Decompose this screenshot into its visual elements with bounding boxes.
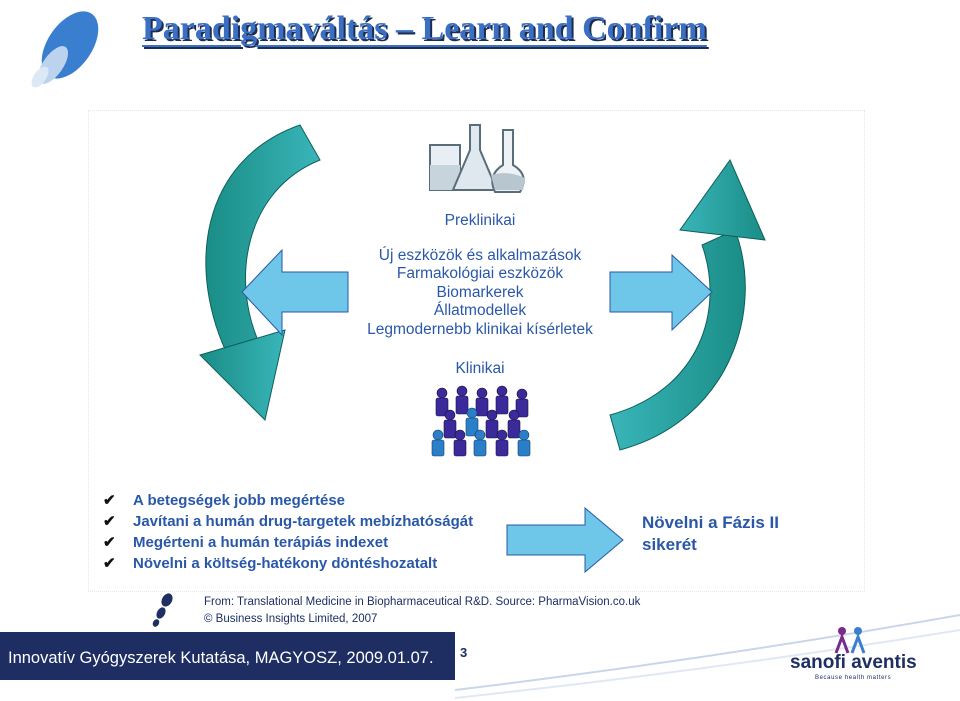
logo-tagline: Because health matters [815, 675, 892, 681]
source-line: From: Translational Medicine in Biopharm… [204, 596, 641, 608]
list-item-text: Növelni a költség-hatékony döntéshozatal… [133, 555, 438, 572]
sanofi-logo-icon [834, 627, 866, 654]
left-curved-arrow-icon [199, 124, 321, 421]
list-item-text: A betegségek jobb megértése [133, 492, 346, 509]
left-arrow-icon [241, 248, 349, 337]
list-item: ✔ A betegségek jobb megértése [103, 490, 473, 511]
source-note: From: Translational Medicine in Biopharm… [204, 594, 640, 628]
clinical-heading: Klinikai [455, 360, 505, 377]
preclinical-item: Legmodernebb klinikai kísérletek [367, 320, 593, 338]
right-curved-arrow-icon [609, 158, 766, 451]
result-line: Növelni a Fázis II [642, 513, 779, 532]
list-item-text: Megérteni a humán terápiás indexet [133, 534, 389, 551]
lab-glassware-icon [429, 124, 525, 193]
logo-name: sanofi aventis [790, 652, 917, 673]
page-title: Paradigmaváltás – Learn and Confirm [142, 10, 707, 47]
checkmark-icon: ✔ [103, 513, 116, 530]
corner-logo-icon [31, 11, 99, 88]
people-group-icon [431, 385, 531, 457]
result-arrow-icon [506, 506, 624, 574]
checkmark-icon: ✔ [103, 492, 116, 509]
preclinical-item: Állatmodellek [433, 302, 527, 319]
checkmark-icon: ✔ [103, 534, 116, 551]
preclinical-box: Preklinikai Új eszközök és alkalmazások … [345, 212, 615, 339]
swoosh-decoration [455, 614, 960, 699]
preclinical-heading: Preklinikai [444, 212, 516, 229]
footer-text: Innovatív Gyógyszerek Kutatása, MAGYOSZ,… [8, 649, 434, 667]
result-line: sikerét [642, 535, 697, 554]
list-item: ✔ Növelni a költség-hatékony döntéshozat… [103, 553, 473, 574]
preclinical-item: Farmakológiai eszközök [396, 265, 564, 282]
source-line: © Business Insights Limited, 2007 [204, 613, 378, 625]
footer-bar [0, 632, 455, 680]
list-item: ✔ Megérteni a humán terápiás indexet [103, 532, 473, 553]
preclinical-item: Biomarkerek [436, 283, 524, 301]
source-marker-icon [152, 593, 173, 627]
preclinical-item: Új eszközök és alkalmazások [378, 246, 582, 264]
checkmark-icon: ✔ [103, 555, 116, 572]
list-item: ✔ Javítani a humán drug-targetek mebízha… [103, 511, 473, 532]
cycle-arrows [199, 124, 766, 451]
list-item-text: Javítani a humán drug-targetek mebízható… [133, 513, 474, 530]
page-number: 3 [460, 645, 468, 660]
result-text: Növelni a Fázis II sikerét [642, 512, 779, 556]
benefit-list: ✔ A betegségek jobb megértése ✔ Javítani… [103, 490, 473, 574]
right-arrow-icon [609, 253, 713, 332]
